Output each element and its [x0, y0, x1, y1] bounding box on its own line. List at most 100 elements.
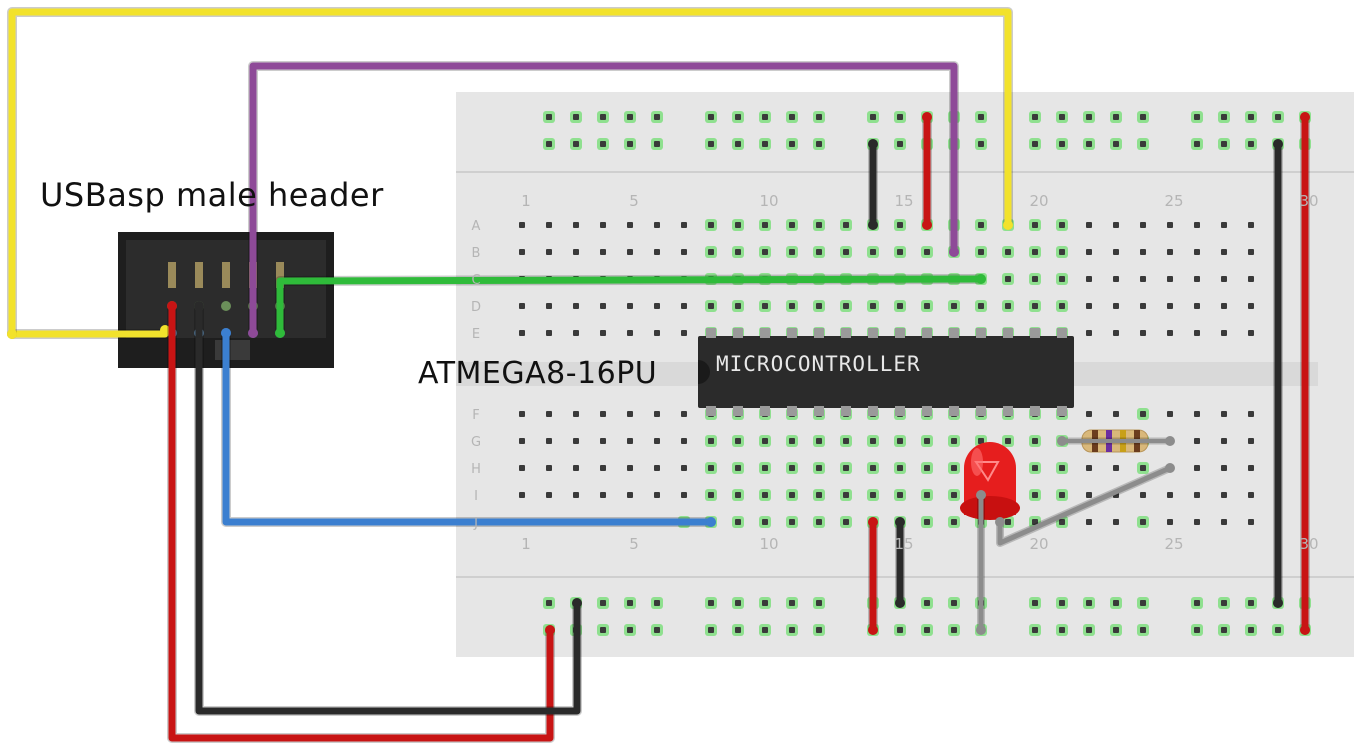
breadboard-hole — [735, 249, 741, 255]
breadboard-hole — [1221, 222, 1227, 228]
resistor-lead-end — [1165, 436, 1175, 446]
chip-pin — [895, 406, 905, 416]
usbasp-header-key — [215, 340, 250, 360]
wire-green — [276, 275, 985, 337]
breadboard-hole — [1086, 276, 1092, 282]
breadboard-hole — [816, 222, 822, 228]
breadboard-hole — [978, 222, 984, 228]
breadboard-hole — [1221, 330, 1227, 336]
breadboard-hole — [870, 249, 876, 255]
breadboard-hole — [1194, 438, 1200, 444]
breadboard-hole — [1005, 249, 1011, 255]
breadboard-hole — [870, 303, 876, 309]
breadboard-hole — [654, 411, 660, 417]
row-letter: C — [471, 273, 480, 288]
breadboard-hole — [546, 222, 552, 228]
chip-pin — [1030, 328, 1040, 338]
breadboard-hole — [1059, 114, 1065, 120]
breadboard-hole — [1248, 276, 1254, 282]
jumper-black-end — [895, 598, 905, 608]
breadboard-hole — [546, 600, 552, 606]
breadboard-hole — [627, 411, 633, 417]
jumper-black-end — [868, 220, 878, 230]
wire-black — [195, 302, 581, 715]
breadboard-hole — [1248, 600, 1254, 606]
breadboard-hole — [1248, 519, 1254, 525]
breadboard-hole — [897, 438, 903, 444]
breadboard-hole — [1140, 627, 1146, 633]
breadboard-hole — [843, 465, 849, 471]
breadboard-hole — [519, 249, 525, 255]
chip-pin — [1057, 406, 1067, 416]
breadboard-hole — [1140, 492, 1146, 498]
breadboard-hole — [1086, 600, 1092, 606]
breadboard-hole — [1113, 141, 1119, 147]
breadboard-hole — [1032, 465, 1038, 471]
breadboard-hole — [1005, 276, 1011, 282]
breadboard-hole — [654, 627, 660, 633]
breadboard-hole — [951, 627, 957, 633]
breadboard-hole — [924, 303, 930, 309]
breadboard-hole — [708, 141, 714, 147]
breadboard-hole — [654, 492, 660, 498]
breadboard-hole — [1167, 330, 1173, 336]
breadboard-hole — [1221, 114, 1227, 120]
breadboard-hole — [897, 114, 903, 120]
breadboard-hole — [1221, 438, 1227, 444]
jumper-red-end — [922, 112, 932, 122]
microcontroller-label: ATMEGA8-16PU — [418, 356, 658, 391]
breadboard-hole — [1140, 519, 1146, 525]
breadboard-hole — [546, 411, 552, 417]
header-pin — [222, 262, 230, 288]
breadboard-hole — [546, 249, 552, 255]
breadboard-hole — [1140, 330, 1146, 336]
breadboard-hole — [1167, 492, 1173, 498]
breadboard-hole — [1248, 222, 1254, 228]
breadboard-hole — [951, 519, 957, 525]
usbasp-header-label: USBasp male header — [40, 176, 384, 214]
chip-marking: MICROCONTROLLER — [716, 352, 921, 376]
wire-purple-end — [248, 328, 258, 338]
breadboard-hole — [1059, 627, 1065, 633]
row-letter: I — [474, 489, 478, 504]
breadboard-hole — [1059, 141, 1065, 147]
breadboard-hole — [1194, 141, 1200, 147]
breadboard-hole — [600, 465, 606, 471]
breadboard-hole — [1194, 600, 1200, 606]
chip-pin — [760, 406, 770, 416]
led-leg-wire-end — [995, 517, 1005, 527]
breadboard-hole — [843, 438, 849, 444]
breadboard-hole — [1140, 276, 1146, 282]
breadboard-hole — [546, 492, 552, 498]
breadboard-hole — [627, 465, 633, 471]
breadboard-hole — [1248, 114, 1254, 120]
breadboard-hole — [654, 114, 660, 120]
breadboard-hole — [1221, 600, 1227, 606]
chip-pin — [733, 406, 743, 416]
breadboard-hole — [681, 222, 687, 228]
chip-pin — [949, 406, 959, 416]
breadboard-hole — [1059, 276, 1065, 282]
breadboard-hole — [1113, 222, 1119, 228]
breadboard-hole — [627, 627, 633, 633]
breadboard-hole — [1086, 303, 1092, 309]
breadboard-hole — [681, 330, 687, 336]
breadboard-hole — [924, 438, 930, 444]
breadboard-hole — [519, 438, 525, 444]
breadboard-hole — [1167, 222, 1173, 228]
breadboard-hole — [708, 438, 714, 444]
breadboard-hole — [654, 303, 660, 309]
breadboard-hole — [924, 492, 930, 498]
breadboard-hole — [1248, 249, 1254, 255]
header-pin — [195, 262, 203, 288]
breadboard-hole — [681, 492, 687, 498]
led-leg-wire-end — [976, 625, 986, 635]
breadboard-hole — [924, 249, 930, 255]
chip-pin — [949, 328, 959, 338]
breadboard-hole — [978, 141, 984, 147]
breadboard-hole — [951, 303, 957, 309]
breadboard-hole — [1140, 465, 1146, 471]
breadboard-hole — [789, 303, 795, 309]
led-die — [974, 461, 1000, 482]
